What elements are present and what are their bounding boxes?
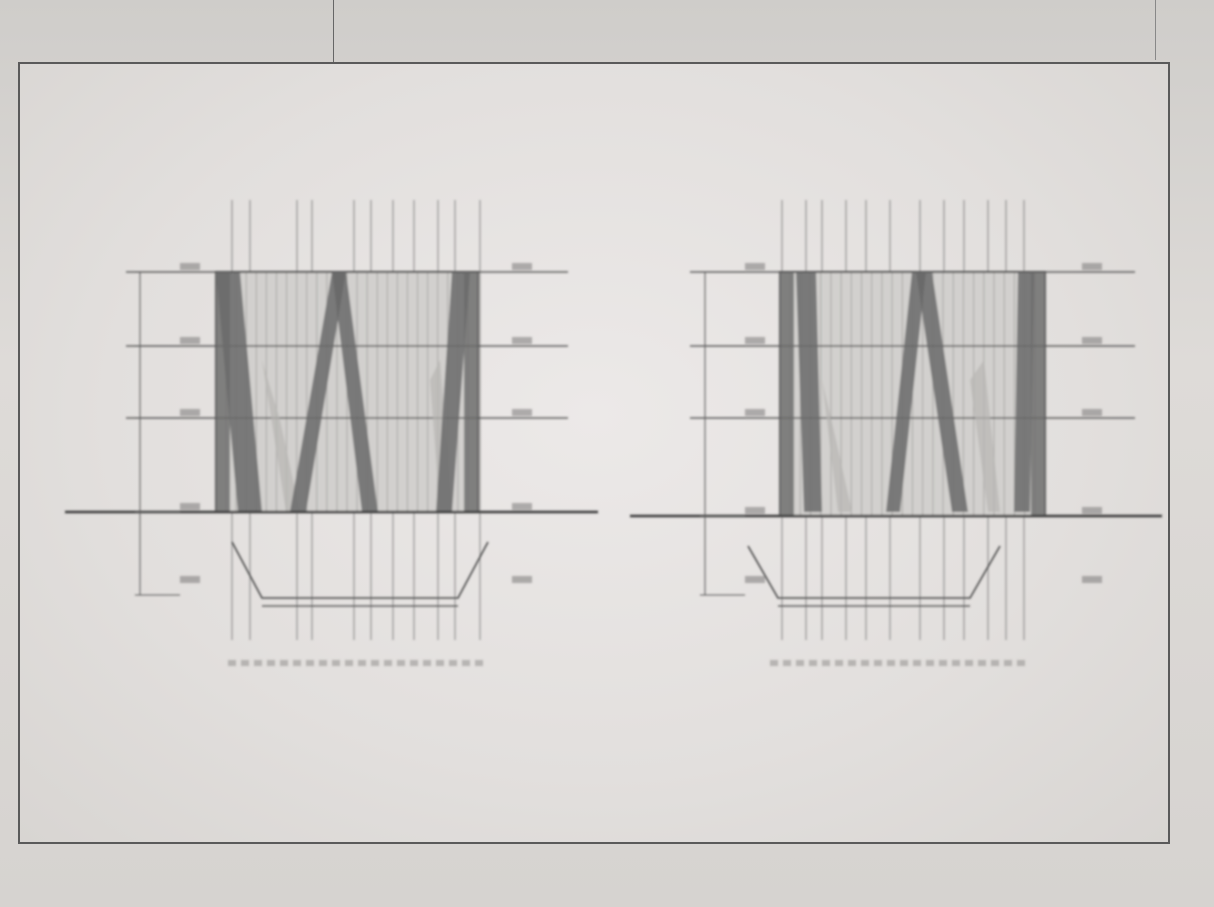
dimension-label (293, 660, 301, 666)
dimension-label (436, 660, 444, 666)
diagonal-member (436, 272, 470, 512)
level-tag (745, 507, 765, 514)
dimension-label (952, 660, 960, 666)
dimension-label (267, 660, 275, 666)
dimension-label (783, 660, 791, 666)
level-tag (512, 503, 532, 510)
diagonal-member (1014, 272, 1034, 512)
diagonal-member (332, 272, 378, 512)
dimension-label (280, 660, 288, 666)
dimension-label (319, 660, 327, 666)
diagonal-member (886, 272, 926, 512)
level-tag (512, 263, 532, 270)
dimension-label (332, 660, 340, 666)
dimension-label (809, 660, 817, 666)
dimension-label (358, 660, 366, 666)
level-tag (512, 337, 532, 344)
dimension-label (822, 660, 830, 666)
dimension-label (462, 660, 470, 666)
level-tag (180, 409, 200, 416)
dimension-label (397, 660, 405, 666)
level-tag (745, 409, 765, 416)
dimension-label (1004, 660, 1012, 666)
dimension-label (965, 660, 973, 666)
foundation-outline (747, 545, 1001, 599)
crop-line-vertical (333, 0, 334, 118)
edge-column (1031, 272, 1045, 516)
diagonal-member (262, 360, 300, 512)
level-tag (1082, 337, 1102, 344)
dimension-label (770, 660, 778, 666)
level-tag (512, 409, 532, 416)
dimension-label (241, 660, 249, 666)
elevation-left (65, 200, 598, 666)
level-tag (180, 576, 200, 583)
level-tag (512, 576, 532, 583)
level-tag (1082, 263, 1102, 270)
dimension-label (306, 660, 314, 666)
dimension-label (939, 660, 947, 666)
diagonal-member (970, 360, 1000, 512)
edge-column (216, 272, 230, 512)
dimension-label (254, 660, 262, 666)
level-tag (745, 576, 765, 583)
dimension-label (475, 660, 483, 666)
foundation-outline (231, 541, 489, 599)
level-tag (180, 503, 200, 510)
dimension-label (423, 660, 431, 666)
edge-column (780, 272, 794, 516)
dimension-label (345, 660, 353, 666)
diagonal-member (796, 272, 822, 512)
diagonal-member (822, 380, 852, 512)
dimension-label (410, 660, 418, 666)
dimension-label (228, 660, 236, 666)
level-tag (745, 337, 765, 344)
edge-column (464, 272, 478, 512)
dimension-label (861, 660, 869, 666)
dimension-label (900, 660, 908, 666)
level-tag (1082, 409, 1102, 416)
dimension-label (874, 660, 882, 666)
crop-line-edge (1155, 0, 1156, 60)
level-tag (745, 263, 765, 270)
dimension-label (848, 660, 856, 666)
dimension-label (835, 660, 843, 666)
level-tag (1082, 576, 1102, 583)
dimension-label (887, 660, 895, 666)
dimension-label (978, 660, 986, 666)
dimension-label (926, 660, 934, 666)
dimension-label (1017, 660, 1025, 666)
dimension-label (991, 660, 999, 666)
level-tag (1082, 507, 1102, 514)
level-tag (180, 263, 200, 270)
diagonal-member (290, 272, 346, 512)
elevation-right (630, 200, 1162, 666)
dimension-label (796, 660, 804, 666)
dimension-label (371, 660, 379, 666)
dimension-label (913, 660, 921, 666)
dimension-label (449, 660, 457, 666)
dimension-label (384, 660, 392, 666)
level-tag (180, 337, 200, 344)
diagonal-member (916, 272, 968, 512)
